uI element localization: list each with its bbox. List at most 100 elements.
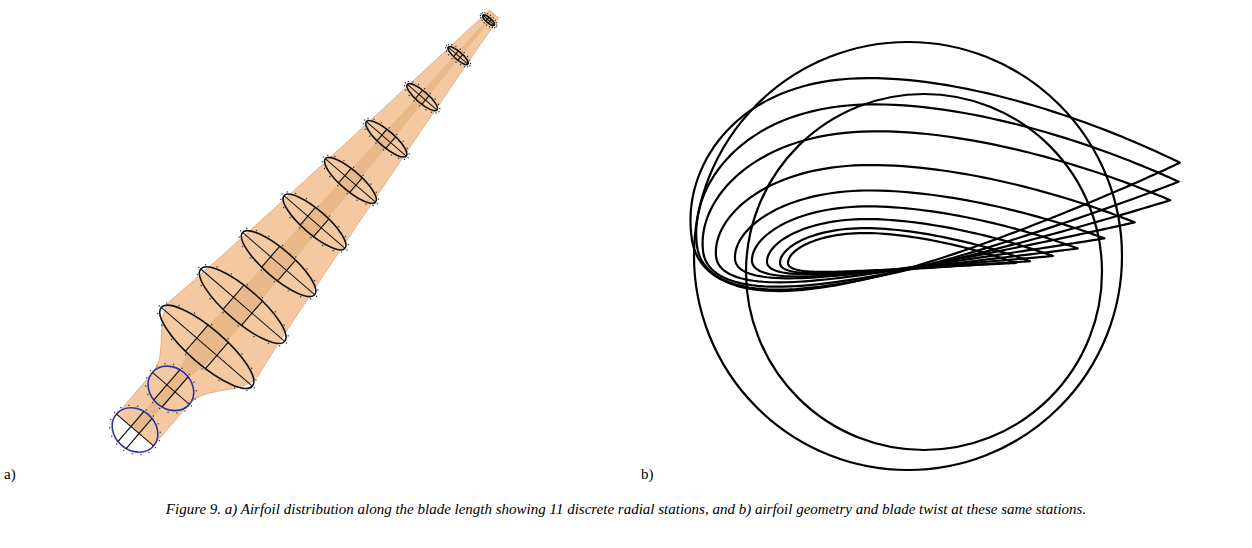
- mesh-point: [241, 353, 243, 355]
- airfoil-profile: [780, 228, 1030, 273]
- mesh-point: [481, 19, 483, 21]
- shear-web: [339, 168, 352, 183]
- chord-line: [201, 269, 285, 341]
- mesh-point: [332, 249, 334, 251]
- airfoil-profile: [703, 131, 1171, 286]
- shear-web: [205, 342, 228, 368]
- mesh-point: [362, 174, 364, 176]
- mesh-point: [378, 198, 380, 200]
- mesh-point: [295, 193, 297, 195]
- mesh-point: [152, 401, 154, 403]
- mesh-point: [201, 368, 203, 370]
- chord-line: [243, 232, 315, 294]
- chord-line: [483, 15, 494, 25]
- mesh-point: [404, 158, 406, 160]
- station-section: [446, 44, 471, 67]
- airfoil-profile: [735, 190, 1104, 278]
- mesh-point: [489, 26, 491, 28]
- mesh-point: [496, 24, 498, 26]
- mesh-point: [283, 324, 285, 326]
- radial-station: [314, 147, 386, 214]
- mesh-point: [412, 81, 414, 83]
- mesh-point: [161, 324, 163, 326]
- mesh-point: [238, 236, 240, 238]
- mesh-point: [484, 12, 486, 14]
- station-section: [361, 116, 411, 162]
- mesh-point: [429, 93, 431, 95]
- mesh-point: [251, 367, 253, 369]
- shear-web: [314, 219, 329, 237]
- shear-web: [241, 301, 262, 325]
- mesh-point: [230, 273, 232, 275]
- mesh-point: [398, 157, 400, 159]
- radial-station: [229, 217, 328, 309]
- mesh-point: [480, 13, 482, 15]
- chord-line: [161, 307, 252, 386]
- mesh-point: [329, 176, 331, 178]
- panel-label: a): [4, 466, 16, 483]
- mesh-point: [167, 411, 169, 413]
- mesh-point: [237, 325, 239, 327]
- mesh-point: [322, 244, 324, 246]
- radial-station: [145, 290, 268, 404]
- mesh-point: [451, 44, 453, 46]
- mesh-point: [287, 335, 289, 337]
- mesh-point: [469, 59, 471, 61]
- mesh-point: [364, 128, 366, 130]
- mesh-point: [338, 226, 340, 228]
- radial-station: [272, 182, 357, 261]
- mesh-point: [287, 290, 289, 292]
- mesh-point: [418, 84, 420, 86]
- mesh-point: [469, 65, 471, 67]
- mesh-point: [407, 80, 409, 82]
- mesh-point: [353, 166, 355, 168]
- mesh-point: [380, 122, 382, 124]
- radial-station: [441, 40, 475, 72]
- mesh-point: [344, 235, 346, 237]
- root-circle: [746, 94, 1102, 450]
- mesh-point: [369, 135, 371, 137]
- mesh-point: [280, 198, 282, 200]
- mesh-point: [253, 387, 255, 389]
- mesh-point: [376, 203, 378, 205]
- mesh-point: [448, 54, 450, 56]
- mesh-point: [328, 215, 330, 217]
- mesh-point: [467, 56, 469, 58]
- shear-web: [300, 207, 315, 225]
- mesh-point: [365, 203, 367, 205]
- mesh-point: [234, 387, 236, 389]
- mesh-point: [260, 269, 262, 271]
- radial-station: [399, 76, 445, 119]
- mesh-point: [306, 268, 308, 270]
- mesh-point: [240, 230, 242, 232]
- mesh-point: [404, 82, 406, 84]
- mesh-point: [128, 404, 130, 406]
- mesh-point: [375, 142, 377, 144]
- mesh-point: [148, 452, 150, 454]
- mesh-point: [341, 251, 343, 253]
- mesh-point: [209, 298, 211, 300]
- radial-station: [186, 252, 300, 358]
- mesh-point: [171, 339, 173, 341]
- mesh-point: [195, 390, 197, 392]
- mesh-point: [147, 394, 149, 396]
- shear-web: [386, 137, 396, 149]
- mesh-point: [218, 380, 220, 382]
- figure-caption: Figure 9. a) Airfoil distribution along …: [30, 500, 1222, 518]
- panel-label: b): [641, 466, 654, 483]
- mesh-point: [346, 193, 348, 195]
- mesh-point: [390, 154, 392, 156]
- mesh-point: [322, 156, 324, 158]
- mesh-point: [184, 354, 186, 356]
- mesh-point: [438, 111, 440, 113]
- mesh-point: [323, 168, 325, 170]
- mesh-point: [431, 111, 433, 113]
- shear-web: [118, 411, 144, 441]
- mesh-point: [310, 237, 312, 239]
- mesh-point: [194, 398, 196, 400]
- mesh-point: [408, 94, 410, 96]
- shear-web: [223, 285, 244, 309]
- mesh-point: [482, 12, 484, 14]
- mesh-point: [438, 103, 440, 105]
- mesh-point: [227, 338, 229, 340]
